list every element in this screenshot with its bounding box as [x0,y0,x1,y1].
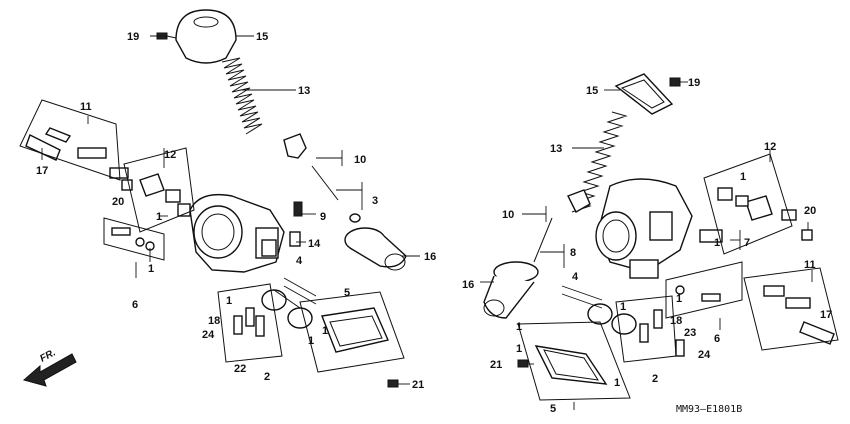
callout-1-right-a: 1 [740,171,746,183]
callout-2-right: 2 [652,373,658,385]
group-boxes-left [19,99,405,373]
callout-8-right: 8 [570,247,576,259]
leaders-left [41,35,420,385]
item-20b-right [801,229,813,241]
callout-6-right: 6 [714,333,720,345]
group-boxes-right [517,153,839,401]
front-direction-label: FR. [38,347,57,364]
callout-1-right-b: 1 [714,237,720,249]
callout-1-right-c: 1 [676,293,682,305]
diagram-code: MM93–E1801B [676,404,742,415]
air-cutoff-right [717,187,773,221]
callout-18-left: 18 [208,315,220,327]
callout-9-left: 9 [320,211,326,223]
top-cover-left [175,9,237,64]
callout-6-left: 6 [132,299,138,311]
pilot-screw-left [111,227,155,251]
callout-23-right: 23 [684,327,696,339]
callout-21-left: 21 [412,379,424,391]
callout-10-right: 10 [502,209,514,221]
callout-20-left: 20 [112,196,124,208]
carburetor-body-left [189,193,285,273]
carburetor-body-right [595,178,693,279]
callout-11-left: 11 [80,101,92,113]
jets-left [233,307,265,337]
leaders-right [480,81,813,410]
air-cutoff-left [139,173,191,217]
callout-21-right: 21 [490,359,502,371]
callout-17-left: 17 [36,165,48,177]
choke-parts-right [763,285,835,345]
jets-right [639,309,685,357]
piston-valve-right [567,189,591,213]
callout-3-left: 3 [372,195,378,207]
piston-valve-left [283,133,307,159]
callout-7-right: 7 [744,237,750,249]
callout-22-left: 22 [234,363,246,375]
right-carburetor-assembly [483,73,835,385]
float-chamber-left [321,307,389,353]
callout-19-right: 19 [688,77,700,89]
callout-20-right: 20 [804,205,816,217]
callout-11-right: 11 [804,259,816,271]
callout-1-right-d: 1 [620,301,626,313]
callout-18-right: 18 [670,315,682,327]
front-direction-arrow-icon [22,353,77,387]
callout-13-left: 13 [298,85,310,97]
float-chamber-right [534,345,608,385]
pilot-screw-right [675,285,721,302]
spring-left [221,57,263,135]
jet-needle-right [533,217,553,263]
spring-14-left [289,231,301,247]
spring-right [571,111,628,213]
jet-needle-left [311,165,339,201]
callout-24-right: 24 [698,349,711,361]
callout-19-left: 19 [127,31,139,43]
callout-13-right: 13 [550,143,562,155]
callout-12-left: 12 [164,149,176,161]
callout-1-right-g: 1 [614,377,620,389]
washer-3-left [349,213,361,223]
left-carburetor-assembly [25,9,407,388]
item-20-left [121,179,133,191]
callout-2-left: 2 [264,371,270,383]
top-cover-right [614,73,674,115]
callout-24-left: 24 [202,329,215,341]
callout-1-left-d: 1 [322,325,328,337]
callout-1-right-f: 1 [516,343,522,355]
callout-1-left-c: 1 [226,295,232,307]
callout-10-left: 10 [354,154,366,166]
item-7-right [699,229,723,243]
float-left [261,289,313,329]
callout-1-left-b: 1 [148,263,154,275]
callout-5-right: 5 [550,403,556,415]
insulator-left [344,227,407,271]
callout-1-left-a: 1 [156,211,162,223]
callout-12-right: 12 [764,141,776,153]
callout-16-right: 16 [462,279,474,291]
callout-16-left: 16 [424,251,436,263]
callout-14-left: 14 [308,238,321,250]
callout-4-right: 4 [572,271,579,283]
drain-screw-left [387,379,399,388]
screw-right-top [669,77,681,87]
callout-labels: 19 15 13 11 12 10 17 20 3 1 9 14 16 4 1 … [36,31,832,415]
callout-17-right: 17 [820,309,832,321]
callout-15-left: 15 [256,31,268,43]
callout-1-left-e: 1 [308,335,314,347]
insulator-right [483,261,539,319]
callout-4-left: 4 [296,255,303,267]
callout-5-left: 5 [344,287,350,299]
callout-15-right: 15 [586,85,598,97]
float-right [587,303,637,335]
callout-1-right-e: 1 [516,321,522,333]
drain-screw-right [517,359,529,368]
screw-9-left [293,201,303,217]
